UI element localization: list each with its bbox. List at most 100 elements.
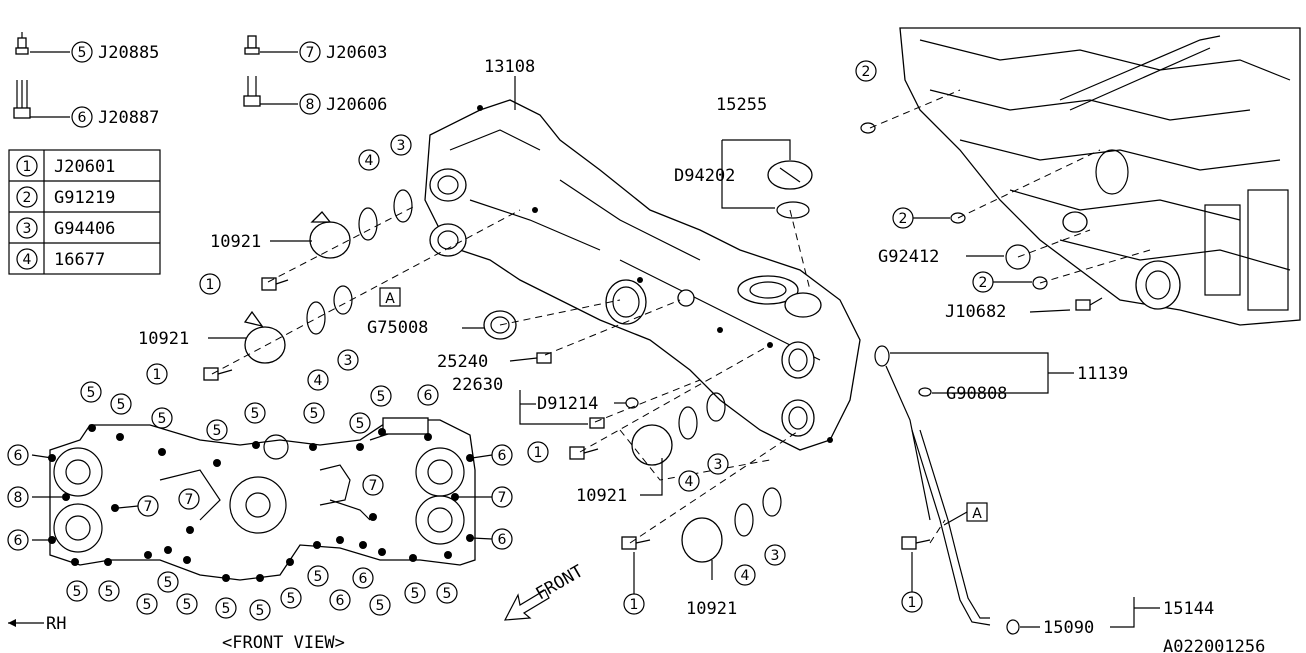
svg-text:5: 5 (105, 584, 114, 600)
svg-text:6: 6 (498, 532, 507, 548)
timing-cover-illustration (424, 99, 861, 451)
table-num-3: 3 (23, 221, 32, 237)
svg-text:A: A (972, 506, 982, 522)
callout-15255: 15255 (716, 95, 767, 115)
table-code-g94406: G94406 (54, 219, 115, 239)
svg-text:5: 5 (143, 597, 152, 613)
rh-label: RH (46, 614, 66, 634)
callout-15090: 15090 (1043, 618, 1094, 638)
svg-text:6: 6 (359, 571, 368, 587)
svg-text:6: 6 (424, 388, 433, 404)
ref-a-box-left: A (379, 287, 401, 307)
cam-cap-lower-right (631, 424, 673, 466)
svg-text:7: 7 (369, 478, 378, 494)
svg-text:1: 1 (206, 277, 215, 293)
svg-text:5: 5 (73, 584, 82, 600)
svg-text:1: 1 (153, 367, 162, 383)
table-code-16677: 16677 (54, 250, 105, 270)
svg-text:3: 3 (344, 353, 353, 369)
ref-a-box-right: A (943, 502, 988, 526)
legend-num-8: 8 (306, 97, 315, 113)
svg-text:5: 5 (376, 598, 385, 614)
legend-code-j20887: J20887 (98, 108, 159, 128)
svg-text:6: 6 (14, 533, 23, 549)
legend-num-6: 6 (78, 110, 87, 126)
callout-j10682: J10682 (945, 302, 1006, 322)
svg-text:4: 4 (314, 373, 323, 389)
callout-10921-bottom: 10921 (686, 599, 737, 619)
table-num-4: 4 (23, 252, 32, 268)
svg-text:1: 1 (908, 595, 917, 611)
svg-text:5: 5 (256, 603, 265, 619)
svg-text:5: 5 (251, 406, 260, 422)
callout-d94202: D94202 (674, 166, 735, 186)
engine-block-illustration (899, 27, 1301, 326)
front-arrow-icon: FRONT (503, 561, 587, 621)
leader-lines (208, 76, 1160, 628)
svg-text:3: 3 (714, 457, 723, 473)
callout-13108: 13108 (484, 57, 535, 77)
svg-text:5: 5 (213, 423, 222, 439)
oil-filler-cap (767, 160, 813, 190)
svg-text:5: 5 (87, 385, 96, 401)
svg-text:7: 7 (144, 499, 153, 515)
svg-text:1: 1 (630, 597, 639, 613)
callout-circles: 2 2 2 4 3 1 1 4 3 1 4 3 1 4 3 1 5 5 5 5 … (7, 60, 994, 621)
callout-10921-mid: 10921 (138, 329, 189, 349)
svg-text:2: 2 (862, 64, 871, 80)
svg-text:7: 7 (185, 492, 194, 508)
bolts (203, 277, 1103, 550)
svg-text:5: 5 (310, 406, 319, 422)
svg-text:3: 3 (397, 138, 406, 154)
cam-cap-bottom (681, 517, 723, 563)
svg-text:5: 5 (377, 389, 386, 405)
table-num-1: 1 (23, 159, 32, 175)
legend-num-5: 5 (78, 45, 87, 61)
svg-text:5: 5 (183, 597, 192, 613)
legend-bolt-5: 5 J20885 (15, 32, 159, 63)
callout-10921-lower: 10921 (576, 486, 627, 506)
svg-text:2: 2 (979, 275, 988, 291)
legend-num-7: 7 (306, 45, 315, 61)
svg-text:5: 5 (164, 575, 173, 591)
guide-lines (211, 89, 1151, 544)
callout-d91214: D91214 (537, 394, 598, 414)
svg-text:7: 7 (498, 490, 507, 506)
rh-indicator: RH (8, 614, 66, 634)
svg-text:5: 5 (356, 416, 365, 432)
cam-cap-mid (243, 310, 286, 364)
svg-text:5: 5 (287, 591, 296, 607)
table-code-j20601: J20601 (54, 157, 115, 177)
legend-code-j20606: J20606 (326, 95, 387, 115)
callout-g90808: G90808 (946, 384, 1007, 404)
legend-bolt-8: 8 J20606 (243, 76, 387, 115)
svg-text:5: 5 (222, 601, 231, 617)
front-arrow-label: FRONT (533, 561, 587, 604)
front-view-caption: <FRONT VIEW> (222, 633, 345, 653)
legend-bolt-7: 7 J20603 (244, 35, 387, 63)
svg-text:3: 3 (771, 548, 780, 564)
svg-text:5: 5 (411, 586, 420, 602)
legend-bolt-6: 6 J20887 (13, 80, 159, 128)
cam-cap-upper (309, 211, 351, 259)
svg-text:4: 4 (365, 153, 374, 169)
svg-text:4: 4 (685, 474, 694, 490)
front-view-illustration (48, 417, 476, 582)
svg-text:A: A (385, 291, 395, 307)
dipstick (874, 345, 991, 626)
svg-text:5: 5 (314, 569, 323, 585)
legend-code-j20603: J20603 (326, 43, 387, 63)
svg-text:6: 6 (336, 593, 345, 609)
legend-table: 1 J20601 2 G91219 3 G94406 4 16677 (8, 149, 161, 275)
svg-text:2: 2 (899, 211, 908, 227)
legend-code-j20885: J20885 (98, 43, 159, 63)
callout-25240: 25240 (437, 352, 488, 372)
callout-22630: 22630 (452, 375, 503, 395)
diagram-id: A022001256 (1163, 637, 1265, 653)
callout-11139: 11139 (1077, 364, 1128, 384)
callout-g75008: G75008 (367, 318, 428, 338)
o-rings (306, 122, 1048, 635)
callout-15144: 15144 (1163, 599, 1214, 619)
svg-text:5: 5 (443, 586, 452, 602)
